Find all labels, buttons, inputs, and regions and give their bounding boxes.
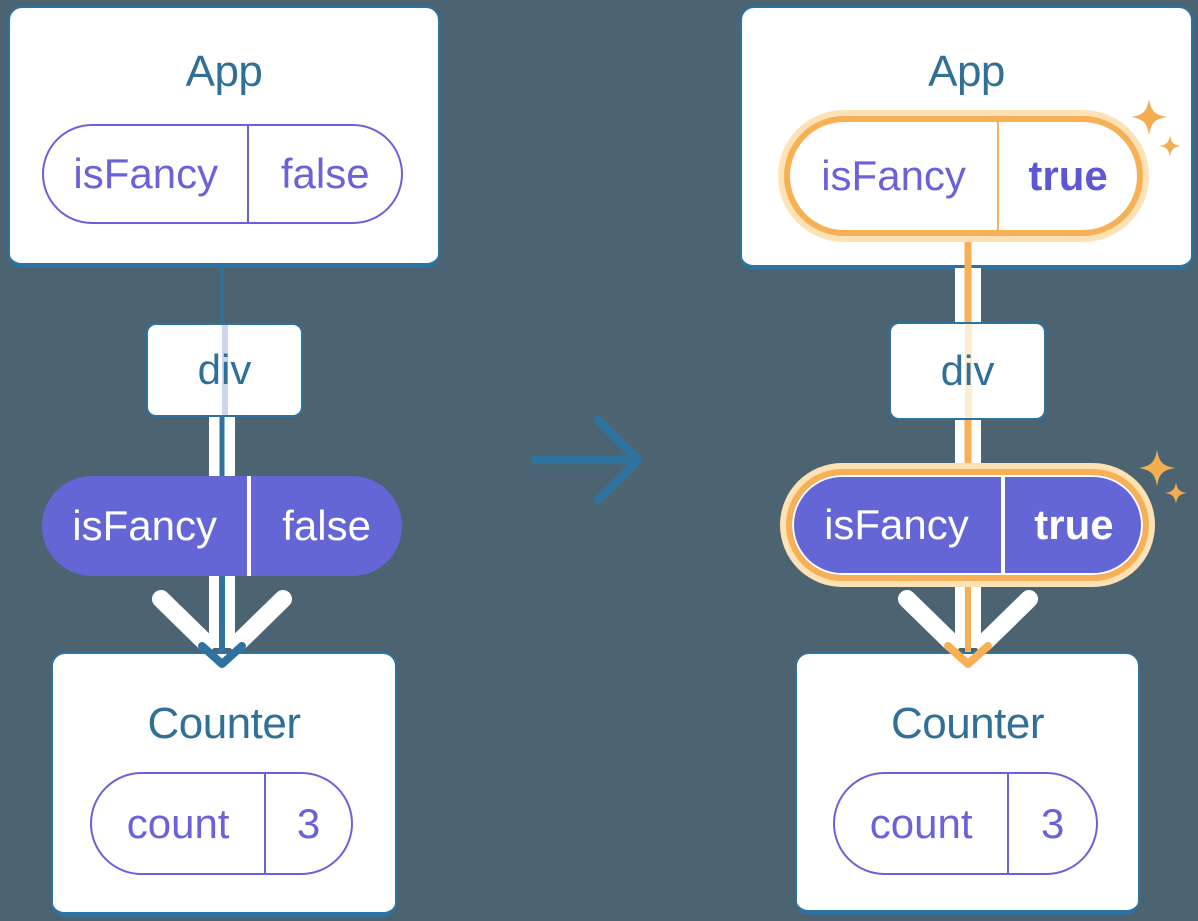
pass-through-line xyxy=(964,324,972,418)
chevron-wing-icon xyxy=(898,590,961,652)
state-value: true xyxy=(997,122,1137,230)
div-node-left: div xyxy=(146,323,303,417)
chevron-wing-icon xyxy=(229,590,292,652)
state-name: isFancy xyxy=(73,150,219,197)
state-name: isFancy xyxy=(821,152,966,199)
prop-pill-counter-left: count 3 xyxy=(90,772,353,875)
app-title: App xyxy=(185,47,263,96)
div-label: div xyxy=(940,347,995,394)
chevron-wing-icon xyxy=(975,590,1038,652)
div-node-right: div xyxy=(889,322,1046,420)
state-pill-app-right: isFancy true xyxy=(784,116,1143,236)
sparkle-icon xyxy=(1138,449,1176,487)
prop-name: count xyxy=(869,799,973,847)
app-title: App xyxy=(928,47,1005,96)
prop-value: 3 xyxy=(1007,774,1096,873)
state-pill-passed-right: isFancy true xyxy=(786,469,1149,581)
prop-name: count xyxy=(126,799,230,847)
state-pill-app-left: isFancy false xyxy=(42,124,403,224)
connector-right xyxy=(898,238,1038,668)
pass-through-line xyxy=(221,325,228,415)
state-value: false xyxy=(247,476,402,576)
div-label: div xyxy=(197,346,252,393)
state-name: isFancy xyxy=(72,502,217,549)
chevron-wing-icon xyxy=(152,590,215,652)
state-value: false xyxy=(247,126,401,222)
state-pill-passed-left: isFancy false xyxy=(42,476,402,576)
prop-pill-counter-right: count 3 xyxy=(833,772,1098,875)
state-value: true xyxy=(1000,475,1143,575)
state-name: isFancy xyxy=(824,501,969,548)
transition-arrow-icon xyxy=(530,415,643,505)
prop-value: 3 xyxy=(264,774,351,873)
counter-title: Counter xyxy=(890,699,1045,748)
sparkle-icon xyxy=(1165,482,1187,504)
counter-title: Counter xyxy=(147,699,301,748)
